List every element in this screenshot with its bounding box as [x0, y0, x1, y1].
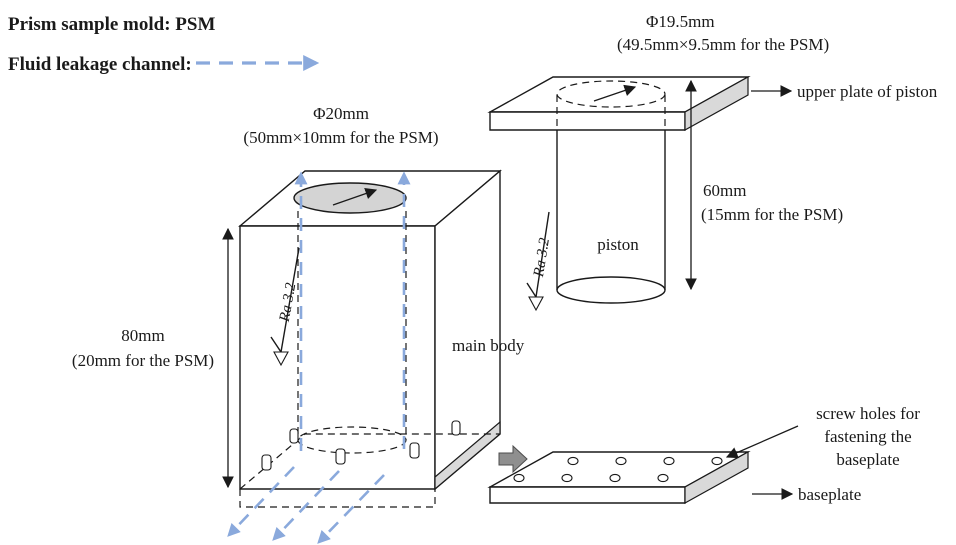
baseplate-front-face: [489, 486, 686, 504]
piston-diameter-label: Φ19.5mm: [646, 12, 715, 31]
bottom-pin: [451, 420, 461, 436]
baseplate-right-face: [684, 450, 749, 505]
piston-plate-hidden-ellipse: [556, 80, 666, 108]
main-body-bottom-slab-dashed: [239, 489, 436, 508]
piston-plate-front-face: [489, 111, 686, 131]
main-body-height-sub-label: (20mm for the PSM): [72, 351, 214, 370]
piston-height-label: 60mm: [703, 181, 746, 200]
baseplate-name-label: baseplate: [798, 485, 861, 504]
legend-leakage-label: Fluid leakage channel:: [8, 54, 192, 75]
leakage-channel-out-2: [272, 470, 340, 541]
piston-roughness-triangle: [528, 296, 544, 312]
piston-roughness-label: Ra 3.2: [531, 236, 553, 279]
main-body-bore-top-ellipse: [293, 182, 407, 214]
piston-name-label: piston: [597, 235, 639, 254]
screw-hole: [657, 473, 669, 483]
screw-note-line2: fastening the: [824, 427, 911, 446]
screw-hole: [615, 456, 627, 466]
screw-hole: [663, 456, 675, 466]
piston-diameter-sub-label: (49.5mm×9.5mm for the PSM): [617, 35, 829, 54]
main-body-height-label: 80mm: [121, 326, 164, 345]
screw-hole: [609, 473, 621, 483]
piston-group: Ra 3.2 piston 60mm (15mm for the PSM) Φ1…: [487, 12, 938, 312]
screw-holes-leader-arrow: [725, 425, 799, 459]
piston-height-sub-label: (15mm for the PSM): [701, 205, 843, 224]
screw-note-line1: screw holes for: [816, 404, 920, 423]
screw-note-line3: baseplate: [836, 450, 899, 469]
main-body-diameter-arrow: [332, 187, 378, 206]
main-body-roughness-triangle: [273, 351, 289, 367]
main-body-bore-bottom-ellipse: [297, 426, 407, 454]
main-body-diameter-label: Φ20mm: [313, 104, 369, 123]
screw-hole: [561, 473, 573, 483]
piston-diameter-arrow: [593, 84, 637, 102]
screw-hole: [567, 456, 579, 466]
screw-holes: [513, 456, 723, 483]
main-body-name-label: main body: [452, 336, 525, 355]
screw-hole: [513, 473, 525, 483]
legend-mold-label: Prism sample mold: PSM: [8, 14, 215, 35]
bottom-pin: [261, 454, 272, 471]
leakage-channel-out-1: [227, 466, 295, 537]
screw-hole: [711, 456, 723, 466]
bottom-pin: [335, 448, 346, 465]
piston-cylinder-bottom-ellipse: [556, 276, 666, 304]
assembly-direction-arrow: [498, 444, 528, 474]
main-body-diameter-sub-label: (50mm×10mm for the PSM): [243, 128, 438, 147]
main-body-group: Ra 3.2 80mm (20mm for the PSM) Φ20mm (50…: [72, 104, 525, 544]
main-body-roughness-label: Ra 3.2: [277, 281, 300, 324]
upper-plate-label: upper plate of piston: [797, 82, 938, 101]
bottom-pin: [409, 442, 420, 459]
piston-plate-right-face: [684, 75, 749, 132]
leakage-channel-out-3: [317, 474, 385, 544]
baseplate-group: screw holes for fastening the baseplate …: [487, 404, 920, 505]
bottom-pin: [289, 428, 299, 444]
